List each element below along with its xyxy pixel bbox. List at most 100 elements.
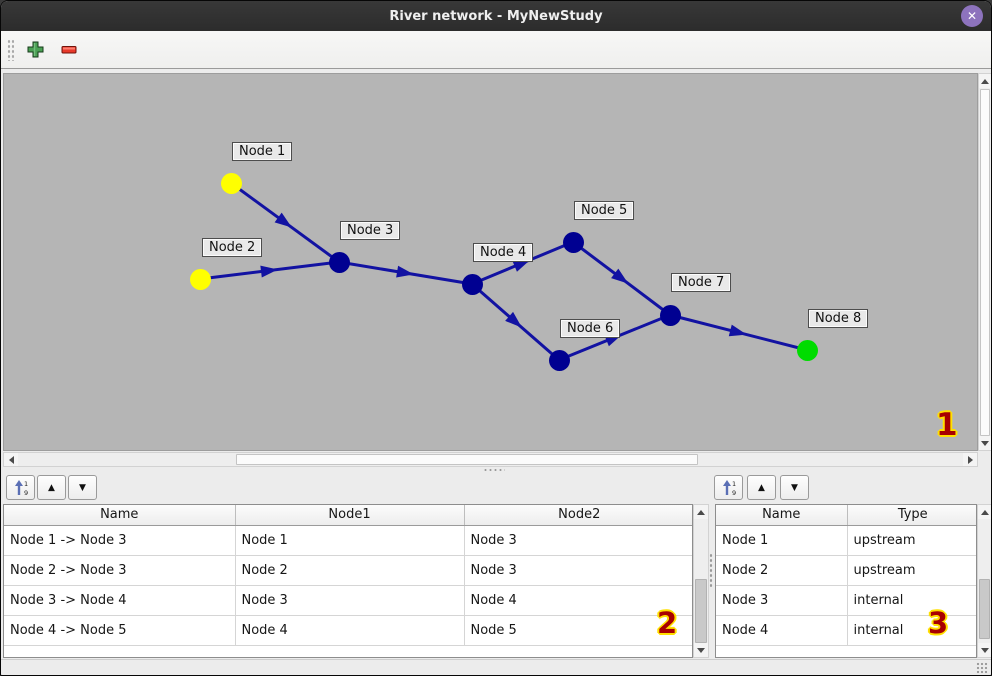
table-cell[interactable]: Node 2 -> Node 3 bbox=[4, 555, 236, 586]
arrow-up-icon bbox=[697, 509, 705, 515]
table-cell[interactable]: internal bbox=[847, 615, 976, 646]
table-cell[interactable]: Node 4 bbox=[464, 585, 692, 616]
status-bar bbox=[1, 659, 991, 675]
hscroll-thumb[interactable] bbox=[236, 454, 698, 465]
pane-splitter-handle[interactable] bbox=[483, 468, 505, 472]
node-label[interactable]: Node 5 bbox=[574, 201, 635, 220]
resize-grip[interactable] bbox=[976, 662, 988, 674]
node-label[interactable]: Node 1 bbox=[232, 142, 293, 161]
som-mark-branches: 2 bbox=[657, 606, 678, 640]
down-triangle-icon: ▼ bbox=[79, 482, 86, 493]
node-label[interactable]: Node 2 bbox=[202, 238, 263, 257]
network-node[interactable] bbox=[659, 304, 681, 326]
table-cell[interactable]: upstream bbox=[847, 555, 976, 586]
network-node[interactable] bbox=[461, 273, 483, 295]
network-node[interactable] bbox=[220, 172, 242, 194]
remove-button[interactable] bbox=[56, 37, 82, 63]
scroll-down-button[interactable] bbox=[979, 436, 991, 450]
som-mark-nodes: 3 bbox=[928, 606, 949, 640]
table-cell[interactable]: Node 1 bbox=[716, 525, 848, 556]
table-cell[interactable]: Node 3 bbox=[716, 585, 848, 616]
column-header[interactable]: Name bbox=[716, 505, 848, 526]
table-cell[interactable]: Node 3 bbox=[235, 585, 465, 616]
arrow-down-icon bbox=[697, 647, 705, 653]
table-cell[interactable]: Node 2 bbox=[716, 555, 848, 586]
network-node[interactable] bbox=[796, 339, 818, 361]
edge-arrow-icon bbox=[260, 265, 278, 278]
table-cell[interactable]: Node 4 -> Node 5 bbox=[4, 615, 236, 646]
column-header[interactable]: Type bbox=[847, 505, 976, 526]
network-node[interactable] bbox=[328, 251, 350, 273]
nodes-vscrollbar[interactable] bbox=[977, 504, 991, 658]
node-label[interactable]: Node 4 bbox=[473, 243, 534, 262]
main-toolbar bbox=[1, 31, 991, 69]
nodes-sort-button[interactable]: 1 9 bbox=[714, 475, 743, 500]
arrow-up-icon bbox=[981, 78, 989, 84]
arrow-down-icon bbox=[980, 647, 989, 653]
column-header[interactable]: Node1 bbox=[235, 505, 465, 526]
add-button[interactable] bbox=[22, 37, 48, 63]
branches-move-up-button[interactable]: ▲ bbox=[37, 475, 66, 500]
table-cell[interactable]: Node 4 bbox=[235, 615, 465, 646]
canvas-vscrollbar[interactable] bbox=[978, 73, 991, 451]
scroll-up-button[interactable] bbox=[978, 505, 991, 519]
scroll-left-button[interactable] bbox=[4, 453, 18, 466]
scroll-down-button[interactable] bbox=[978, 643, 991, 657]
network-node[interactable] bbox=[548, 349, 570, 371]
arrow-left-icon bbox=[8, 455, 14, 464]
table-cell[interactable]: upstream bbox=[847, 525, 976, 556]
column-header[interactable]: Name bbox=[4, 505, 236, 526]
column-header[interactable]: Node2 bbox=[464, 505, 692, 526]
nodes-move-down-button[interactable]: ▼ bbox=[780, 475, 809, 500]
vscroll-thumb[interactable] bbox=[980, 89, 990, 436]
table-cell[interactable]: Node 3 -> Node 4 bbox=[4, 585, 236, 616]
table-cell[interactable]: Node 5 bbox=[464, 615, 692, 646]
network-canvas[interactable]: Node 1 Node 2 Node 3 Node 4 Node 5 Node 6 Node… bbox=[3, 73, 978, 451]
som-mark-canvas: 1 bbox=[936, 407, 958, 443]
table-cell[interactable]: Node 3 bbox=[464, 555, 692, 586]
network-node[interactable] bbox=[562, 231, 584, 253]
minus-icon bbox=[61, 46, 77, 54]
close-button[interactable]: ✕ bbox=[961, 5, 983, 27]
panel-splitter-handle[interactable] bbox=[709, 553, 713, 589]
toolbar-drag-handle[interactable] bbox=[7, 38, 14, 61]
node-label[interactable]: Node 8 bbox=[808, 309, 869, 328]
up-triangle-icon: ▲ bbox=[758, 482, 765, 493]
table-cell[interactable]: Node 3 bbox=[464, 525, 692, 556]
table-cell[interactable]: Node 1 bbox=[235, 525, 465, 556]
title-bar[interactable]: River network - MyNewStudy ✕ bbox=[1, 1, 991, 31]
node-label[interactable]: Node 3 bbox=[340, 221, 401, 240]
scroll-up-button[interactable] bbox=[979, 74, 991, 88]
node-label[interactable]: Node 6 bbox=[560, 319, 621, 338]
canvas-hscrollbar[interactable] bbox=[3, 452, 978, 467]
table-cell[interactable]: Node 4 bbox=[716, 615, 848, 646]
table-cell[interactable]: Node 2 bbox=[235, 555, 465, 586]
plus-icon bbox=[27, 41, 43, 58]
branches-move-down-button[interactable]: ▼ bbox=[68, 475, 97, 500]
vscroll-thumb[interactable] bbox=[695, 579, 707, 643]
table-cell[interactable]: Node 1 -> Node 3 bbox=[4, 525, 236, 556]
branches-vscrollbar[interactable] bbox=[693, 504, 709, 658]
network-node[interactable] bbox=[189, 268, 211, 290]
svg-text:1: 1 bbox=[24, 480, 28, 488]
scroll-up-button[interactable] bbox=[694, 505, 708, 519]
scroll-right-button[interactable] bbox=[963, 453, 977, 466]
nodes-move-up-button[interactable]: ▲ bbox=[747, 475, 776, 500]
vscroll-thumb[interactable] bbox=[979, 579, 990, 639]
svg-text:1: 1 bbox=[732, 480, 736, 488]
edge-arrow-icon bbox=[512, 259, 531, 272]
branches-sort-button[interactable]: 1 9 bbox=[6, 475, 35, 500]
scroll-down-button[interactable] bbox=[694, 643, 708, 657]
table-cell[interactable]: internal bbox=[847, 585, 976, 616]
node-label[interactable]: Node 7 bbox=[671, 273, 732, 292]
